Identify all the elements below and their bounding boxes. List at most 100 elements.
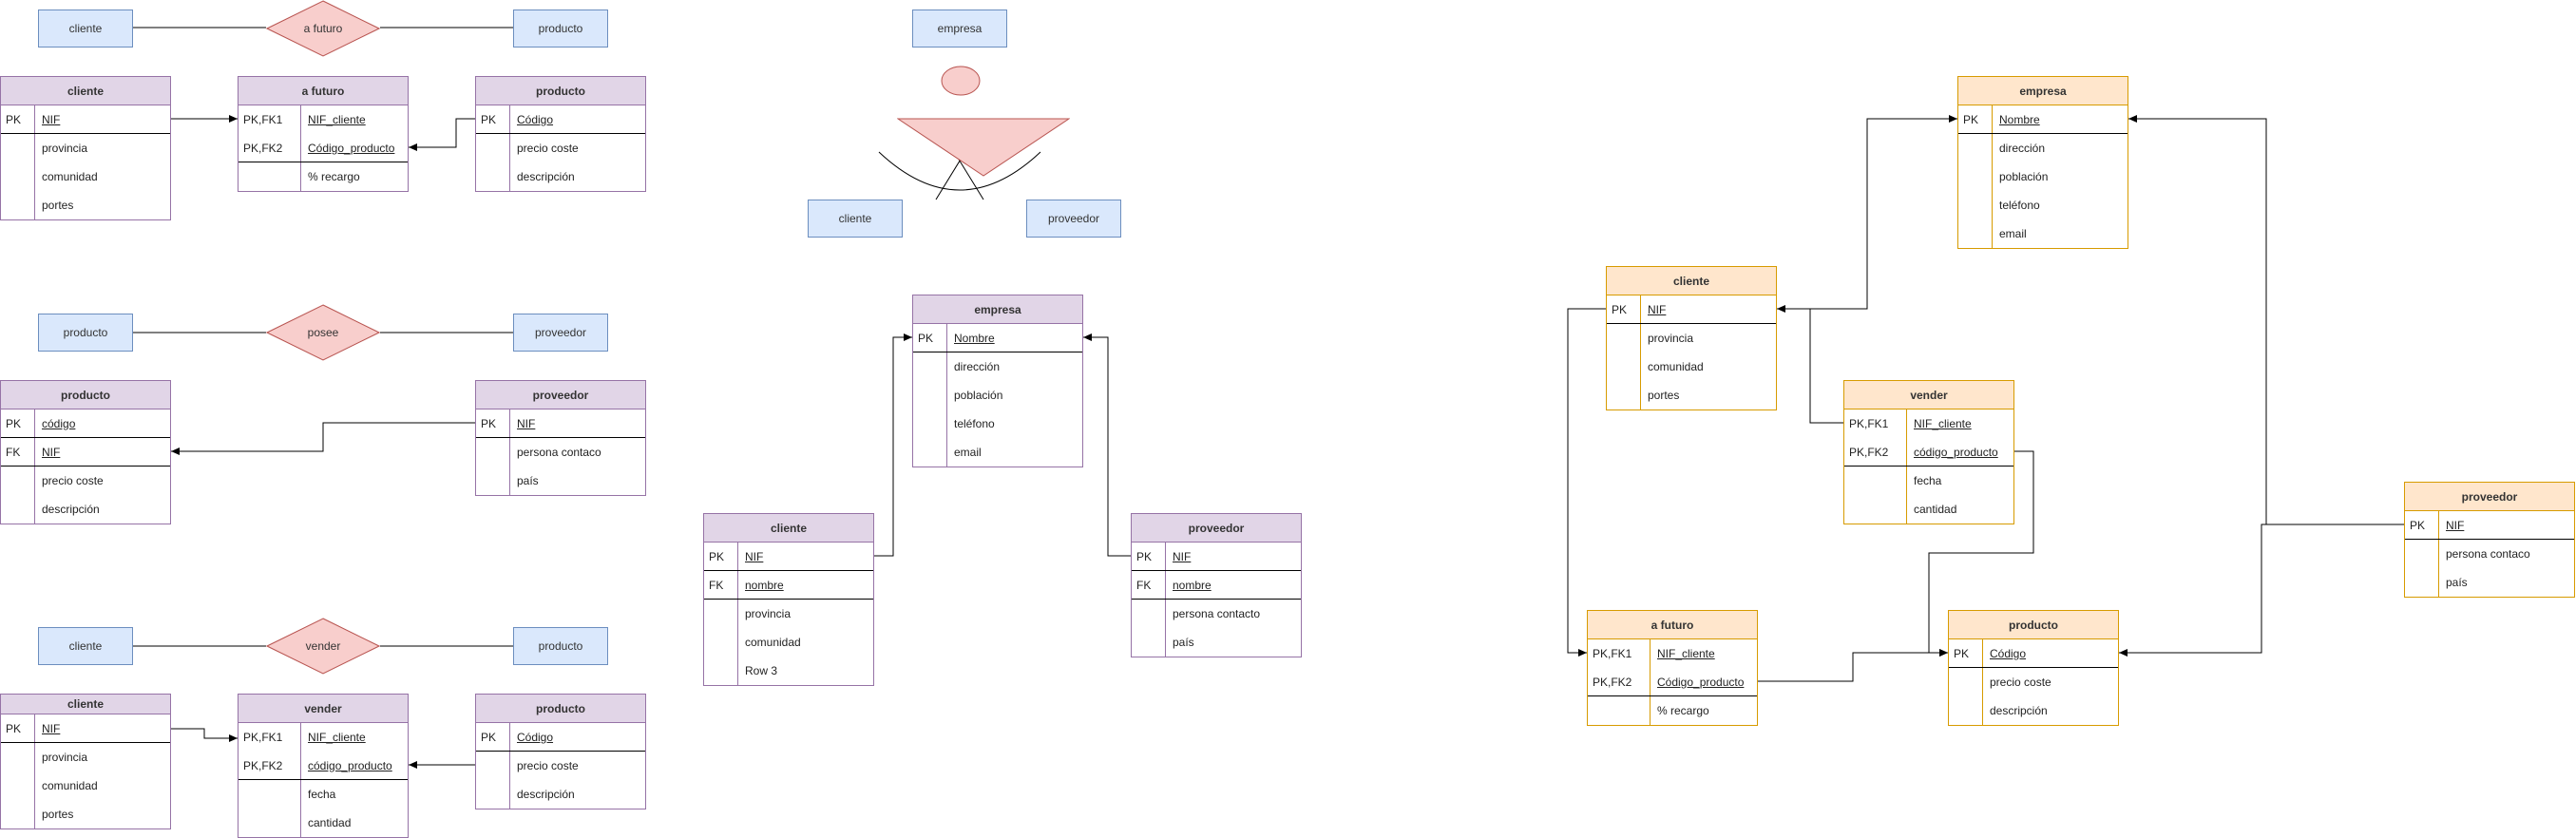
table-row[interactable]: persona contaco [476, 438, 645, 467]
entity-producto[interactable]: producto [513, 10, 608, 48]
key-cell [476, 467, 510, 495]
table-row[interactable]: email [913, 438, 1082, 467]
table-row[interactable]: persona contacto [1132, 600, 1301, 628]
table-row[interactable]: país [476, 467, 645, 495]
table-row[interactable]: comunidad [1607, 352, 1776, 381]
fk-arrow [1777, 305, 1843, 424]
table-row[interactable]: provincia [1607, 324, 1776, 352]
table-row[interactable]: provincia [1, 134, 170, 162]
table-row[interactable]: precio coste [476, 752, 645, 780]
table-row[interactable]: cantidad [239, 809, 408, 837]
table-row[interactable]: precio coste [1949, 668, 2118, 696]
table-row[interactable]: precio coste [476, 134, 645, 162]
table-row[interactable]: descripción [1, 495, 170, 524]
relationship-vender[interactable]: vender [266, 618, 380, 675]
entity-cliente[interactable]: cliente [38, 10, 133, 48]
entity-empresa[interactable]: empresa [912, 10, 1007, 48]
table-row[interactable]: teléfono [913, 409, 1082, 438]
table-row[interactable]: precio coste [1, 467, 170, 495]
table-row[interactable]: portes [1607, 381, 1776, 409]
table-row[interactable]: comunidad [1, 162, 170, 191]
key-cell [1844, 467, 1907, 495]
field-cell: fecha [308, 788, 336, 801]
table-row[interactable]: descripción [476, 780, 645, 809]
entity-producto[interactable]: producto [38, 314, 133, 352]
table-row[interactable]: % recargo [239, 162, 408, 191]
table-row[interactable]: fecha [1844, 467, 2013, 495]
table-row[interactable]: país [2405, 568, 2574, 597]
entity-proveedor[interactable]: proveedor [1026, 200, 1121, 238]
entity-cliente[interactable]: cliente [38, 627, 133, 665]
table-row[interactable]: Row 3 [704, 657, 873, 685]
entity-producto[interactable]: producto [513, 627, 608, 665]
table-row[interactable]: persona contaco [2405, 540, 2574, 568]
table-row[interactable]: dirección [1958, 134, 2128, 162]
table-row[interactable]: provincia [1, 743, 170, 771]
table-row[interactable]: provincia [704, 600, 873, 628]
key-cell: PK [1, 714, 35, 742]
table-row[interactable]: comunidad [704, 628, 873, 657]
table-row[interactable]: población [1958, 162, 2128, 191]
table-row[interactable]: dirección [913, 352, 1082, 381]
table-row[interactable]: descripción [1949, 696, 2118, 725]
table-row[interactable]: población [913, 381, 1082, 409]
key-cell: PK [913, 324, 947, 352]
table-row[interactable]: portes [1, 800, 170, 828]
table-row[interactable]: teléfono [1958, 191, 2128, 219]
table-row[interactable]: cantidad [1844, 495, 2013, 524]
table-row[interactable]: descripción [476, 162, 645, 191]
table-row[interactable]: email [1958, 219, 2128, 248]
table-row[interactable]: % recargo [1588, 696, 1757, 725]
table-row[interactable]: portes [1, 191, 170, 219]
field-cell: precio coste [42, 474, 104, 487]
relationship-posee[interactable]: posee [266, 304, 380, 361]
entity-proveedor[interactable]: proveedor [513, 314, 608, 352]
table-row[interactable]: país [1132, 628, 1301, 657]
entity-cliente[interactable]: cliente [808, 200, 903, 238]
table-row[interactable]: fecha [239, 780, 408, 809]
relationship-a-futuro[interactable]: a futuro [266, 0, 380, 57]
table-row[interactable]: comunidad [1, 771, 170, 800]
